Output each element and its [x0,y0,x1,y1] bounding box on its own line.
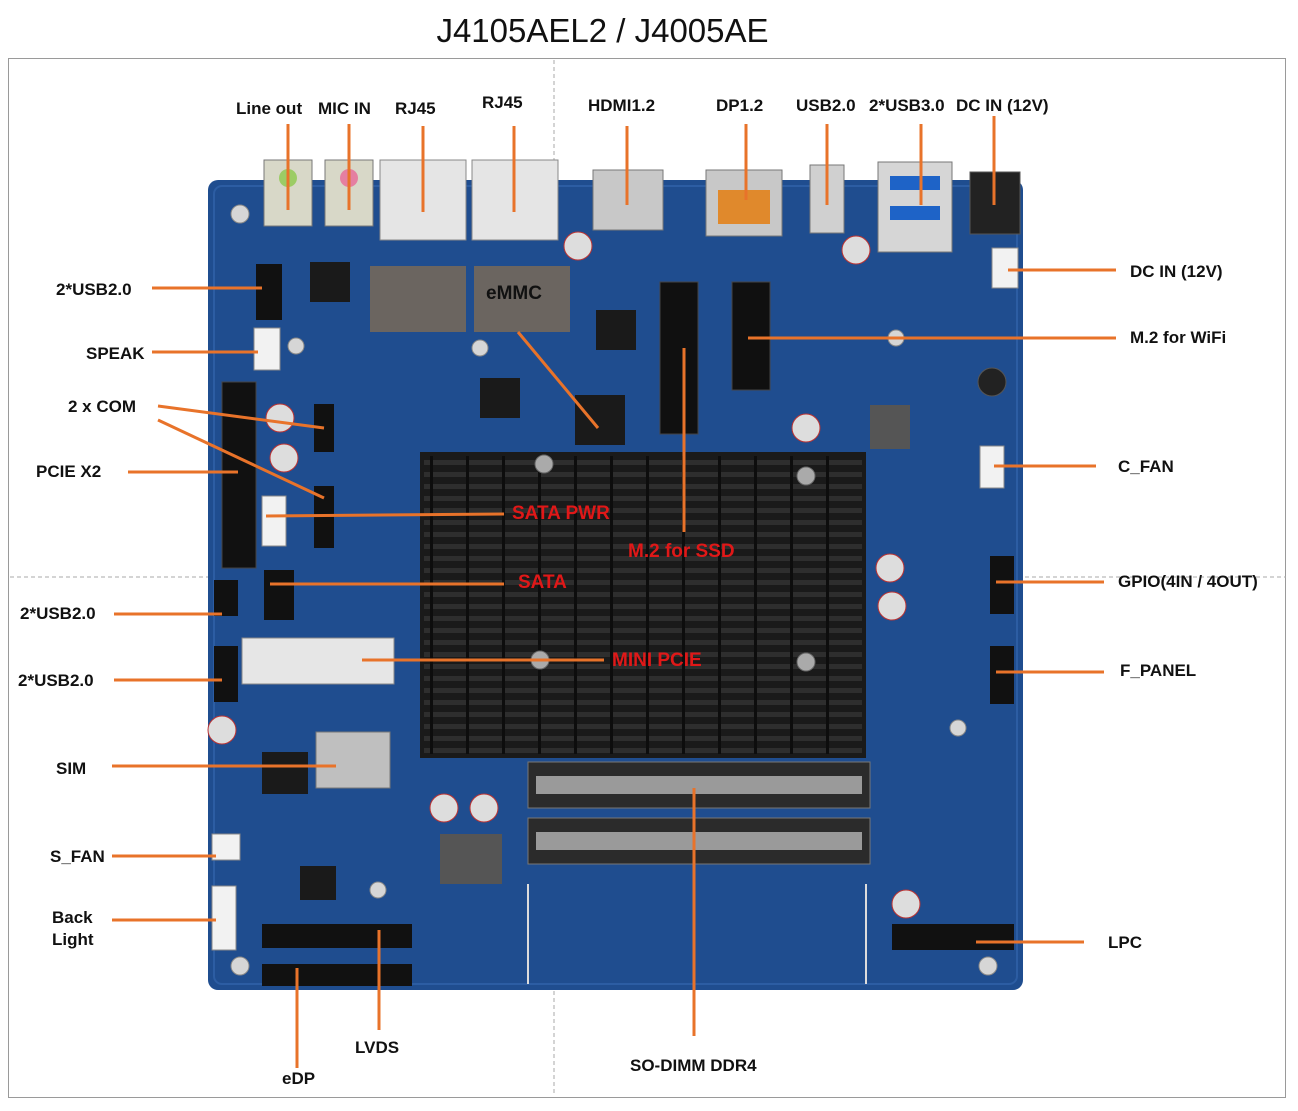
label-lpc: LPC [1108,933,1142,952]
lvds-header [262,924,412,948]
label-com: 2 x COM [68,397,137,416]
heatsink-fin [424,496,862,501]
heatsink-fin [424,532,862,537]
heatsink-groove [610,456,613,754]
heatsink-groove [502,456,505,754]
usb20-header [214,580,238,616]
label-speak: SPEAK [86,344,145,363]
label-usb20-3: 2*USB2.0 [18,671,94,690]
label-c-fan: C_FAN [1118,457,1174,476]
heatsink [420,452,866,758]
backlight-header [211,885,237,951]
heatsink-groove [430,456,433,754]
label-rj45-b: RJ45 [482,93,523,112]
label-backlight-1: Back [52,908,93,927]
heatsink-fin [424,664,862,669]
label-lvds: LVDS [355,1038,400,1057]
heatsink-fin [424,688,862,693]
heatsink-groove [682,456,685,754]
heatsink-fin [424,520,862,525]
heatsink-fin [424,544,862,549]
label-usb30: 2*USB3.0 [869,96,945,115]
heatsink-fin [424,568,862,573]
heatsink-fin [424,604,862,609]
label-sata: SATA [518,572,567,593]
label-rj45-a: RJ45 [395,99,436,118]
page-title: J4105AEL2 / J4005AE [436,12,769,49]
heatsink-fin [424,748,862,753]
heatsink-fin [424,556,862,561]
label-usb20-2: 2*USB2.0 [20,604,96,623]
mount-hole [230,204,250,224]
chip [370,266,466,332]
label-sata-pwr: SATA PWR [512,503,610,524]
sim-slot [315,731,391,789]
label-gpio: GPIO(4IN / 4OUT) [1118,572,1258,591]
heatsink-groove [790,456,793,754]
label-line-out: Line out [236,99,303,118]
heatsink-fin [424,592,862,597]
heatsink-fin [424,736,862,741]
s-fan-header [211,833,241,861]
heatsink-fin [424,712,862,717]
heatsink-groove [826,456,829,754]
edp-header [262,964,412,986]
heatsink-fin [424,580,862,585]
label-usb20-1: 2*USB2.0 [56,280,132,299]
heatsink-fin [424,616,862,621]
heatsink-groove [466,456,469,754]
label-edp: eDP [282,1069,316,1088]
heatsink-groove [754,456,757,754]
label-dc-in-top: DC IN (12V) [956,96,1049,115]
label-backlight-2: Light [52,930,94,949]
pcie-slot [221,381,257,569]
heatsink-fin [424,676,862,681]
label-dp: DP1.2 [716,96,764,115]
mount-hole [230,956,250,976]
heatsink-fin [424,460,862,465]
gpio-header [990,556,1014,614]
heatsink-fin [424,472,862,477]
label-usb20-top: USB2.0 [796,96,856,115]
heatsink-fin [424,652,862,657]
sata-pwr-header [261,495,287,547]
usb20-header [256,264,282,320]
dc-in-header [991,247,1019,289]
heatsink-groove [646,456,649,754]
label-sodimm: SO-DIMM DDR4 [630,1056,757,1075]
sata-port [264,570,294,620]
speak-header [253,327,281,371]
m2-wifi-slot [731,281,771,391]
heatsink-fin [424,628,862,633]
heatsink-groove [538,456,541,754]
heatsink-fin [424,640,862,645]
f-panel-header [990,646,1014,704]
label-mini-pcie: MINI PCIE [612,650,702,671]
label-mic-in: MIC IN [318,99,371,118]
m2-ssd-slot [659,281,699,435]
label-dc-in-right: DC IN (12V) [1130,262,1223,281]
heatsink-fin [424,700,862,705]
usb20-header [214,646,238,702]
lpc-header [892,924,1014,950]
heatsink-fin [424,508,862,513]
image-frame [8,58,1286,1098]
heatsink-fin [424,724,862,729]
label-emmc: eMMC [486,283,542,304]
heatsink-groove [718,456,721,754]
label-m2-wifi: M.2 for WiFi [1130,328,1227,347]
leader-lines [112,116,1116,1068]
label-f-panel: F_PANEL [1120,661,1197,680]
heatsink-fin [424,484,862,489]
mount-hole [978,956,998,976]
label-hdmi: HDMI1.2 [588,96,656,115]
emmc-chip [474,266,570,332]
label-sim: SIM [56,759,87,778]
label-m2-ssd: M.2 for SSD [628,541,735,562]
heatsink-groove [574,456,577,754]
label-pcie: PCIE X2 [36,462,102,481]
label-s-fan: S_FAN [50,847,105,866]
